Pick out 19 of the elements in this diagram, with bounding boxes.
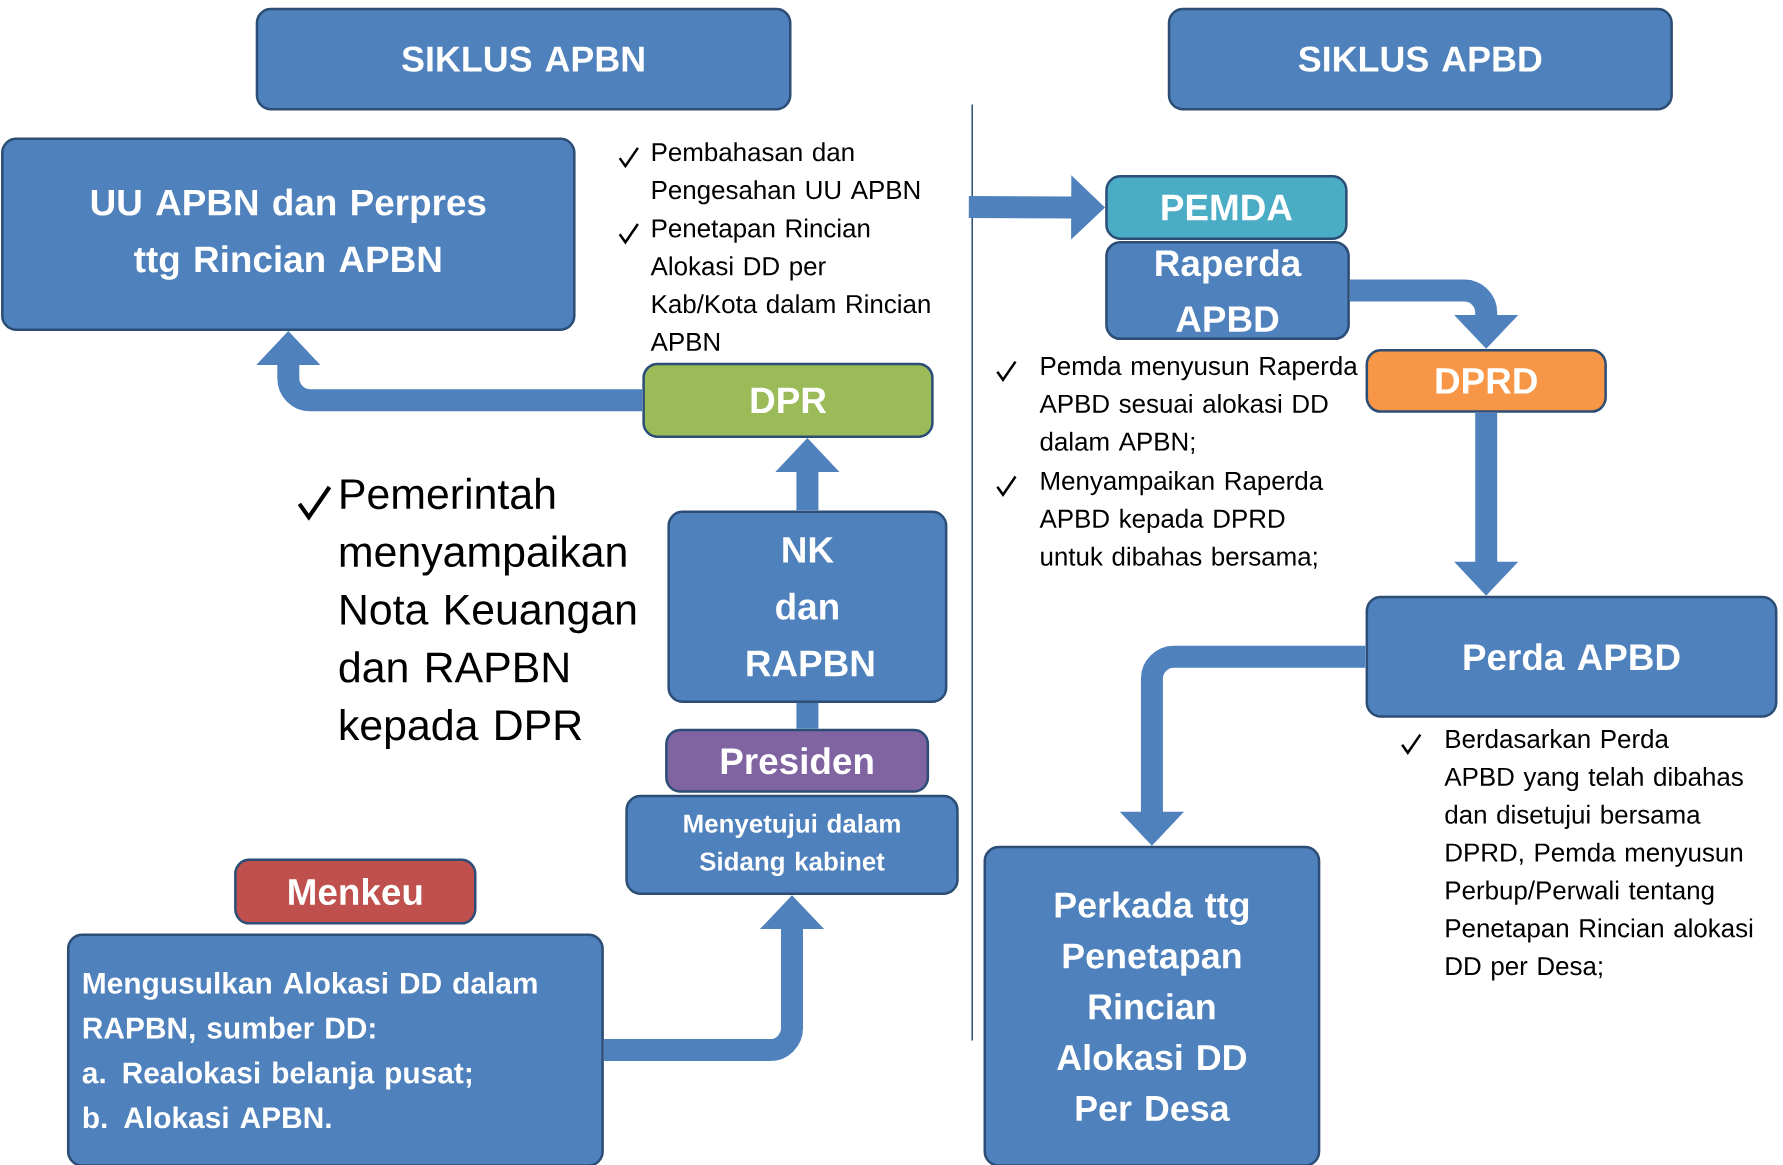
process-box: Menkeu <box>234 858 477 925</box>
note-text: Pembahasan dan Pengesahan UU APBN <box>652 142 920 205</box>
process-box: NK dan RAPBN <box>667 510 948 703</box>
process-box: Presiden <box>665 728 930 793</box>
process-box: Raperda APBD <box>1105 240 1350 341</box>
note-text: Penetapan Rincian Alokasi DD per Kab/Kota dalam Rincian APBN <box>650 218 930 351</box>
title-box: SIKLUS APBN <box>255 7 792 111</box>
title-box: SIKLUS APBD <box>1167 7 1673 111</box>
note-text: Menyampaikan Raperda APBD kepada DPRD untuk dibahas bersama; <box>1039 471 1324 569</box>
note-text: Pemerintah menyampaikan Nota Keuangan dan RAPBN kepada DPR <box>339 477 636 749</box>
process-box: PEMDA <box>1105 175 1348 240</box>
note-text: Berdasarkan Perda APBD yang telah dibahas dan disetujui bersama DPRD, Pemda menyusun Perbup/Perwali tentang Penetapan Rincian alokasi DD per Desa; <box>1444 729 1753 981</box>
note-text: Pemda menyusun Raperda APBD sesuai alokasi DD dalam APBN; <box>1039 356 1358 454</box>
process-box: UU APBN dan Perpres ttg Rincian APBN <box>1 137 576 331</box>
process-box: Mengusulkan Alokasi DD dalam RAPBN, sumber DD: a. Realokasi belanja pusat; b. Alokasi APBN. <box>66 933 604 1165</box>
process-box: Perkada ttg Penetapan Rincian Alokasi DD Per Desa <box>983 845 1321 1165</box>
process-box: DPRD <box>1365 348 1607 413</box>
process-box: DPR <box>642 362 934 438</box>
process-box: Perda APBD <box>1365 595 1778 718</box>
